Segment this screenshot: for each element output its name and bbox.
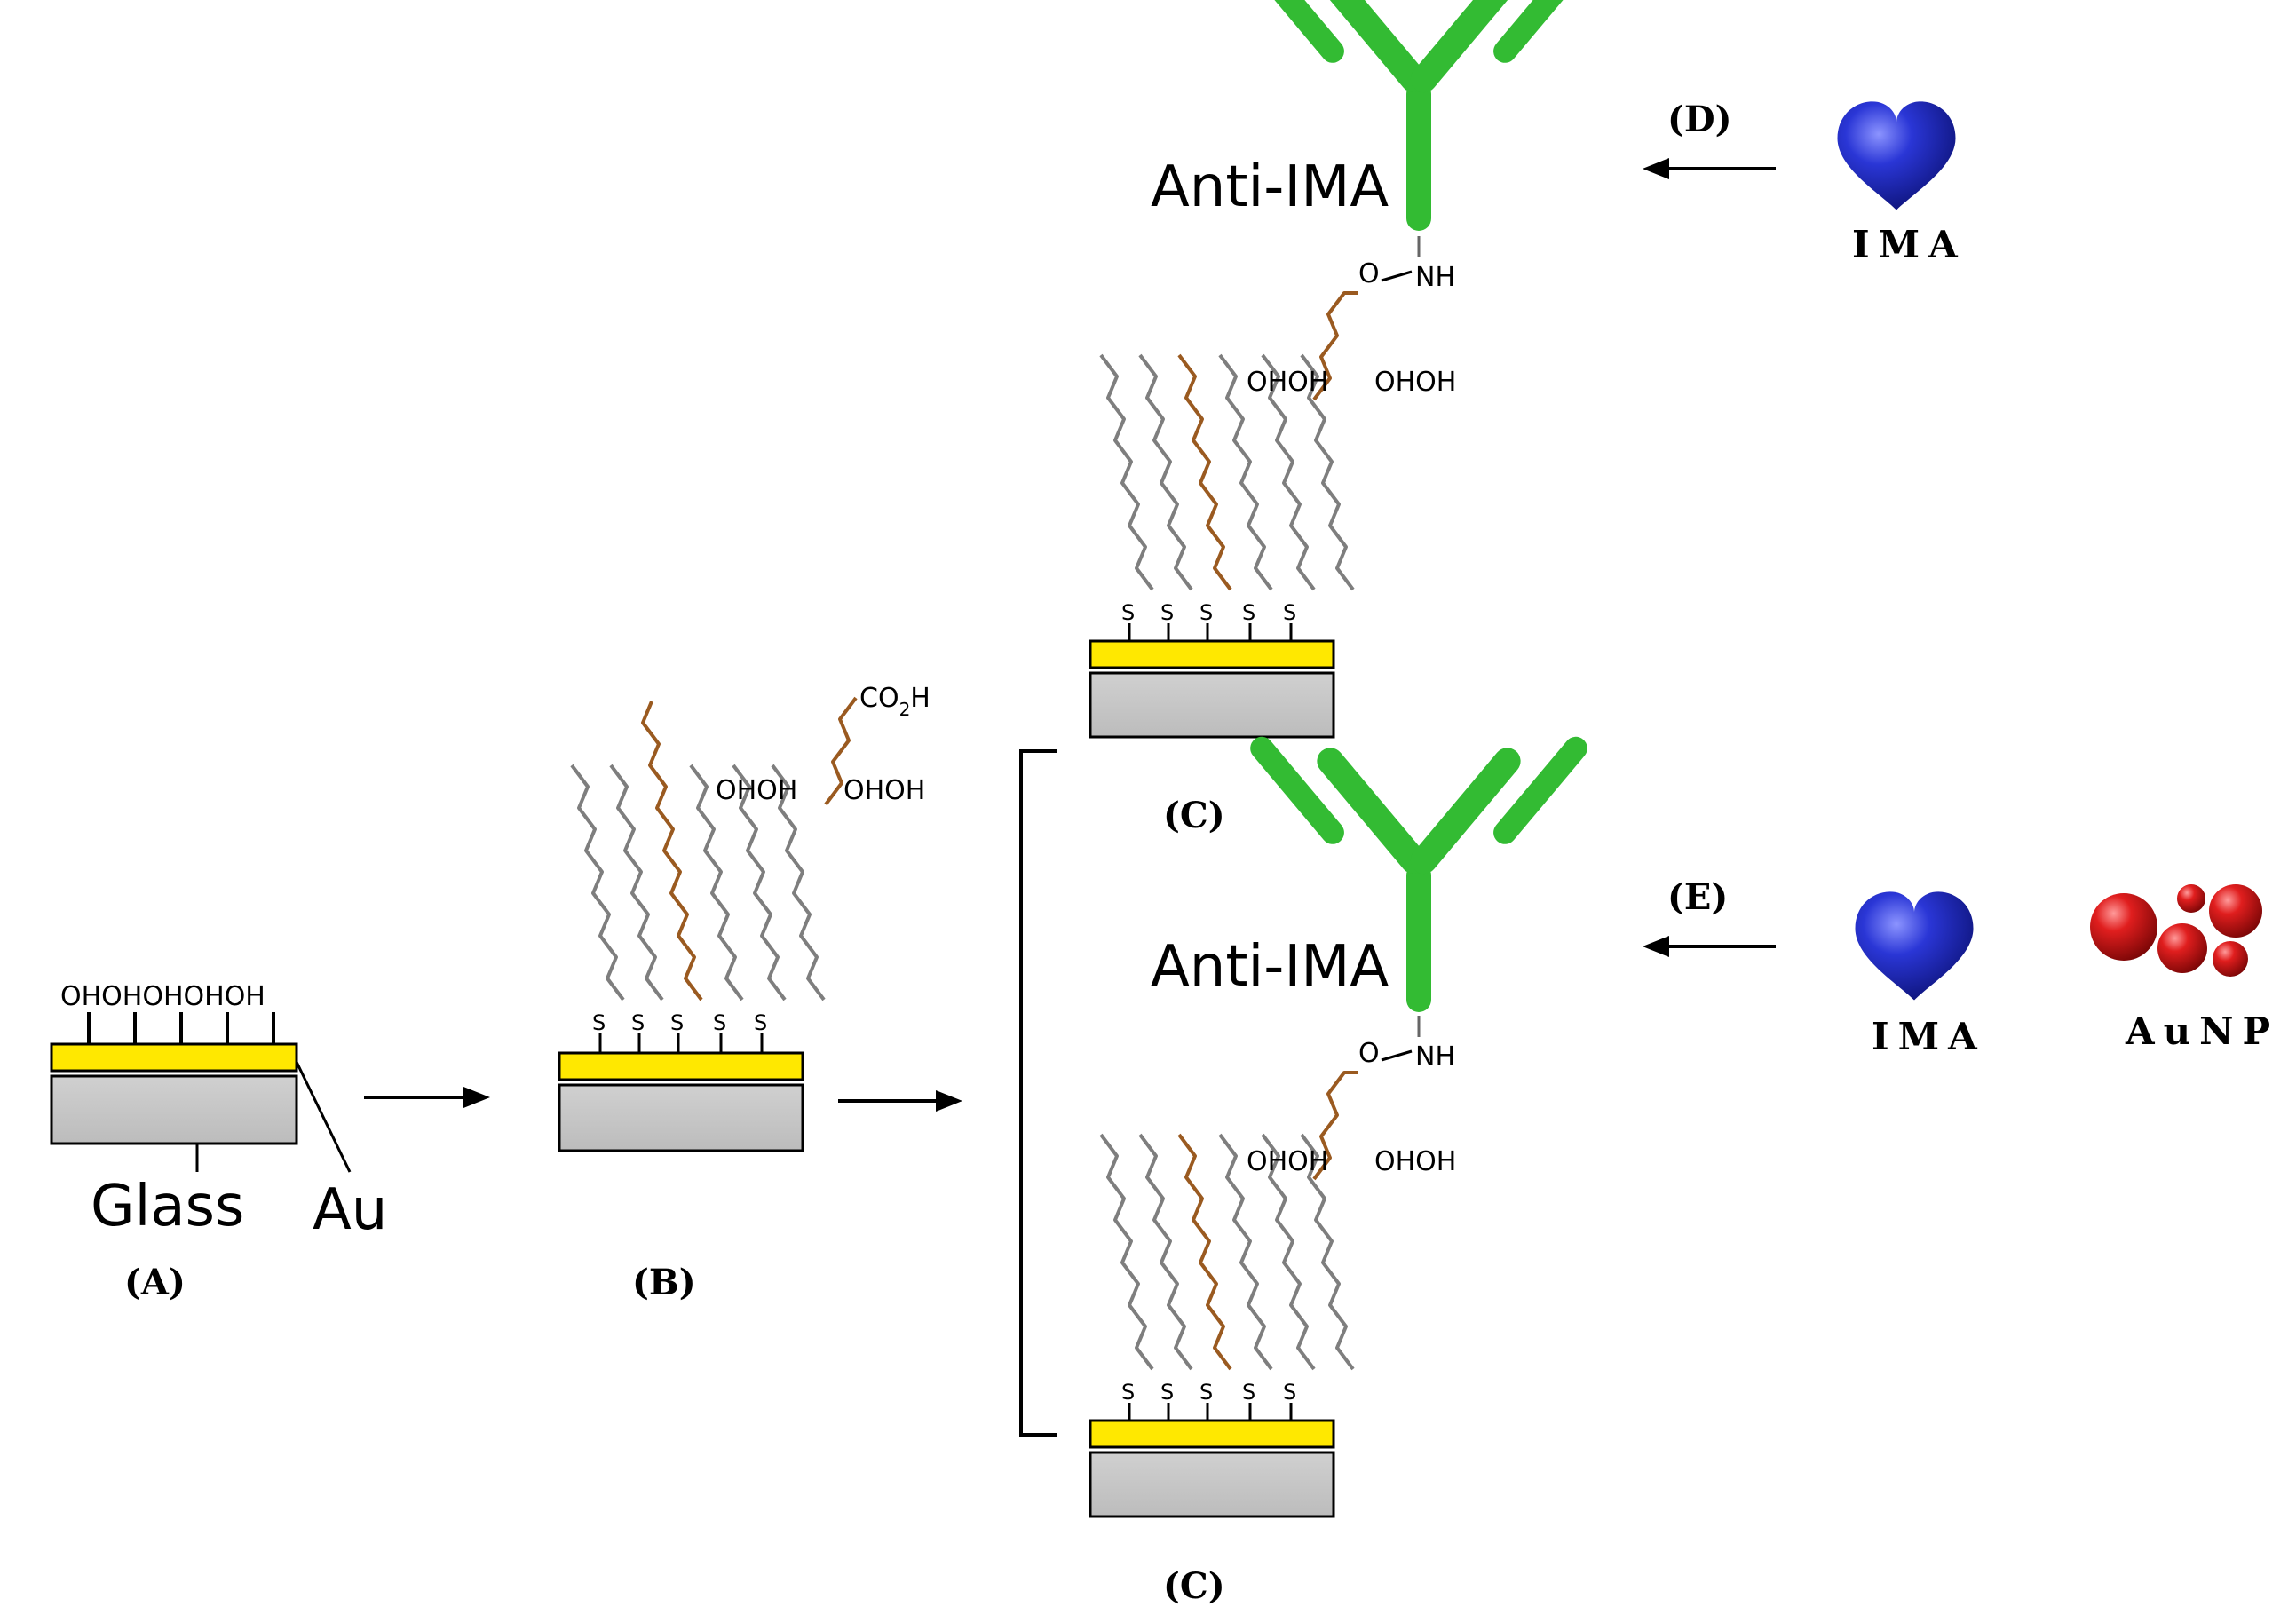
gold-layer: [1089, 639, 1335, 669]
aunp-label: AuNP: [2125, 1009, 2279, 1053]
hydroxyl-left: OHOH: [716, 775, 797, 806]
antibody-icon: [1250, 0, 1587, 231]
bracket-icon: [1019, 749, 1057, 1437]
svg-text:S: S: [1160, 600, 1174, 625]
carboxyl-group: CO2H: [859, 683, 930, 720]
amide-oxygen: O: [1358, 258, 1380, 289]
gold-layer: [50, 1042, 298, 1073]
glass-substrate: [1089, 671, 1335, 739]
svg-text:S: S: [1242, 1380, 1255, 1405]
antibody-label: Anti-IMA: [1151, 154, 1389, 220]
antibody-label: Anti-IMA: [1151, 934, 1389, 1000]
arrow-icon: [1643, 936, 1776, 957]
gold-layer: [1089, 1419, 1335, 1449]
alkyl-chains: [1099, 291, 1358, 591]
hydroxyl-right: OHOH: [1374, 1146, 1456, 1177]
step-e-label: (E): [1667, 876, 1728, 918]
svg-text:S: S: [754, 1010, 767, 1035]
svg-text:S: S: [1121, 1380, 1135, 1405]
glass-substrate: [50, 1074, 298, 1145]
svg-text:S: S: [713, 1010, 726, 1035]
stage-a: OHOHOHOHOH Glass Au (A): [50, 981, 387, 1303]
stage-c-top: S S S S S OHOH OHOH O NH: [1089, 0, 1587, 836]
sulfur-atoms: S S S S S: [592, 1010, 767, 1035]
hydroxyl-left: OHOH: [1247, 1146, 1328, 1177]
svg-text:S: S: [1160, 1380, 1174, 1405]
arrow-icon: [1643, 158, 1776, 179]
svg-text:S: S: [631, 1010, 645, 1035]
ima-label: IMA: [1852, 223, 1967, 266]
amide-oxygen: O: [1358, 1038, 1380, 1069]
glass-substrate: [1089, 1451, 1335, 1518]
antibody-icon: [1250, 736, 1587, 1012]
gold-nanoparticle-icon: [2090, 884, 2262, 977]
hydroxyl-left: OHOH: [1247, 367, 1328, 398]
svg-text:S: S: [1121, 600, 1135, 625]
alkyl-chains: [1099, 1071, 1358, 1371]
svg-text:S: S: [1199, 600, 1213, 625]
svg-text:S: S: [1283, 600, 1296, 625]
stage-a-label: (A): [124, 1262, 186, 1303]
svg-text:S: S: [1242, 600, 1255, 625]
heart-icon: [1837, 101, 1956, 210]
alkyl-chains: [570, 696, 858, 1001]
hydroxyl-right: OHOH: [1374, 367, 1456, 398]
stage-c-top-label: (C): [1163, 795, 1225, 836]
gold-layer: [558, 1051, 804, 1081]
surface-bonds: [87, 1012, 275, 1044]
stage-c-bottom: S S S S S OHOH OHOH O NH: [1089, 736, 1587, 1607]
sulfur-atoms: S S S S S: [1121, 600, 1296, 625]
svg-text:S: S: [1199, 1380, 1213, 1405]
surface-hydroxyl-groups: OHOHOHOHOH: [60, 981, 265, 1012]
stage-c-bottom-label: (C): [1163, 1565, 1225, 1607]
arrow-icon: [838, 1090, 962, 1112]
amide-nh: NH: [1415, 262, 1455, 293]
stage-b-label: (B): [632, 1262, 696, 1303]
hydroxyl-right: OHOH: [843, 775, 925, 806]
amide-nh: NH: [1415, 1041, 1455, 1073]
glass-label: Glass: [91, 1174, 244, 1239]
svg-text:S: S: [1283, 1380, 1296, 1405]
svg-text:S: S: [670, 1010, 684, 1035]
stage-b: S S S S S OHOH OHOH CO2H (B): [558, 683, 930, 1303]
ima-label: IMA: [1872, 1015, 1986, 1058]
au-label: Au: [313, 1177, 387, 1243]
glass-substrate: [558, 1083, 804, 1152]
arrow-icon: [364, 1087, 490, 1108]
svg-text:S: S: [592, 1010, 606, 1035]
step-d: (D) IMA: [1643, 99, 1967, 266]
step-d-label: (D): [1667, 99, 1732, 140]
heart-icon: [1855, 891, 1974, 1001]
sulfur-atoms: S S S S S: [1121, 1380, 1296, 1405]
step-e: (E) IMA AuNP: [1643, 876, 2279, 1058]
